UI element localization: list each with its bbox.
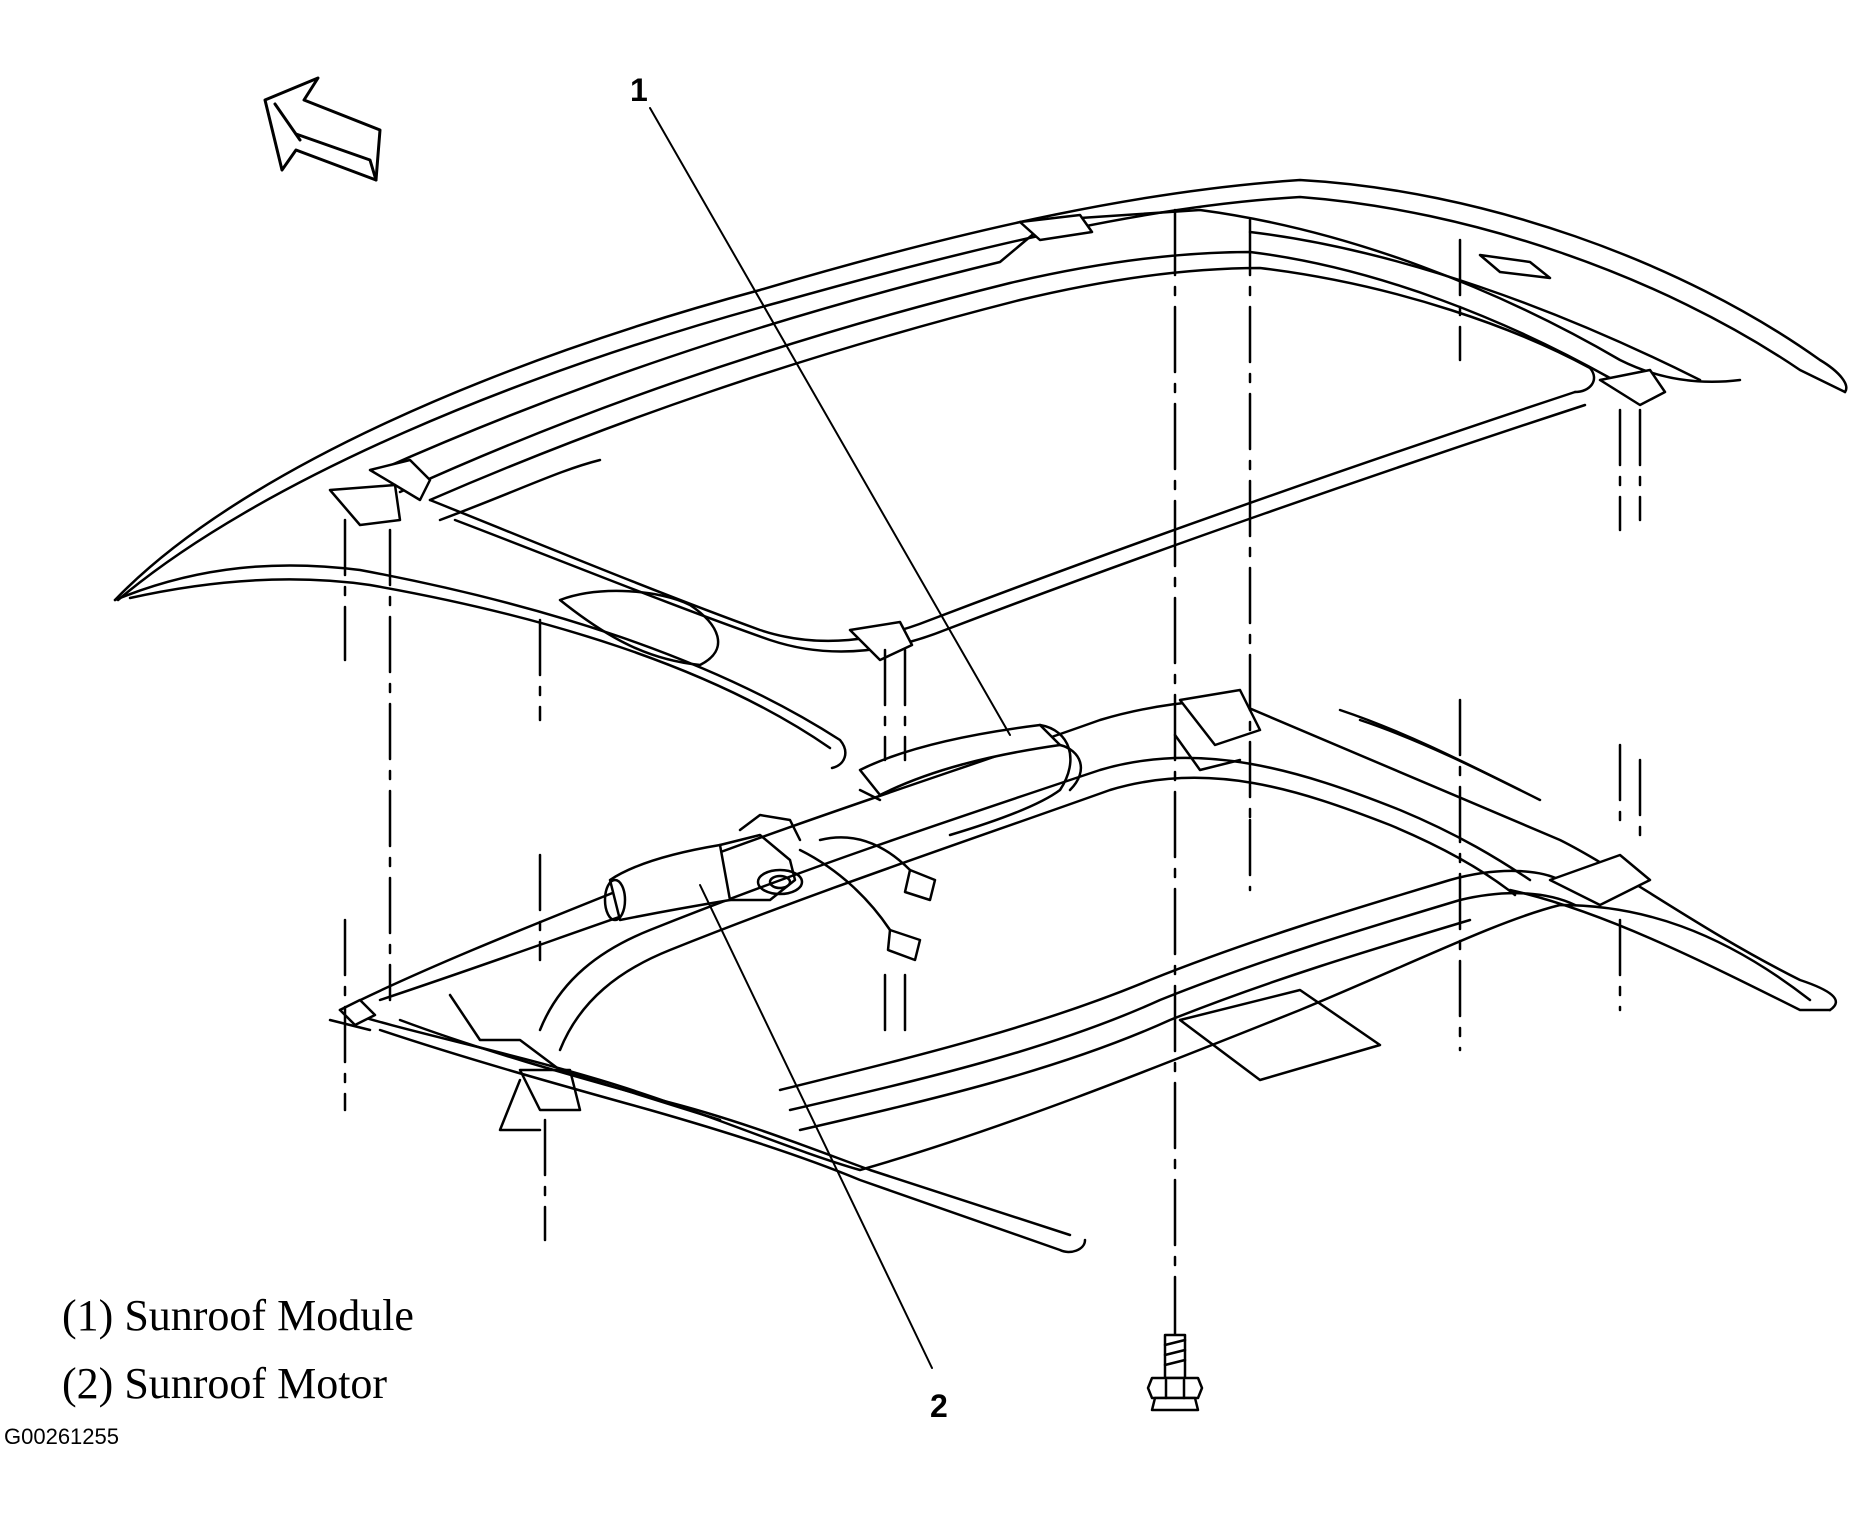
front-direction-arrow-icon bbox=[263, 76, 382, 182]
callout-2: 2 bbox=[930, 1388, 948, 1424]
alignment-lines bbox=[343, 218, 1642, 1242]
callout-1: 1 bbox=[630, 72, 648, 108]
legend-item-sunroof-motor: (2) Sunroof Motor bbox=[62, 1358, 387, 1409]
legend-number: (2) bbox=[62, 1359, 114, 1408]
legend-text: Sunroof Module bbox=[124, 1291, 414, 1340]
legend-text: Sunroof Motor bbox=[124, 1359, 388, 1408]
bolt-icon bbox=[1146, 1333, 1204, 1412]
sunroof-module bbox=[858, 723, 1082, 837]
legend-number: (1) bbox=[62, 1291, 114, 1340]
legend-item-sunroof-module: (1) Sunroof Module bbox=[62, 1290, 414, 1341]
figure-id: G00261255 bbox=[4, 1424, 119, 1449]
sunroof-module-frame bbox=[328, 688, 1837, 1254]
roof-panel bbox=[113, 178, 1848, 770]
callout-leader-lines bbox=[649, 107, 1011, 1369]
sunroof-motor bbox=[603, 813, 937, 962]
